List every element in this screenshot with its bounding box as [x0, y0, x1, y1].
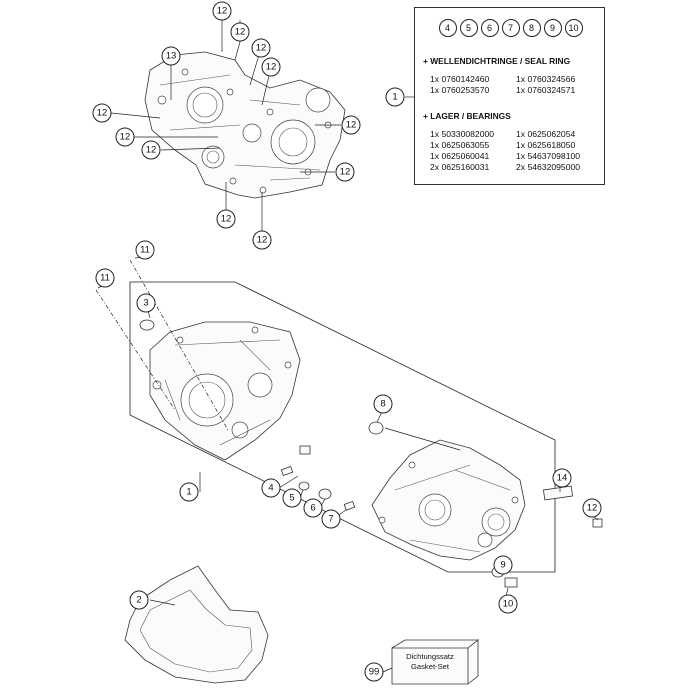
callout-14: 14: [552, 468, 572, 488]
callout-7: 7: [321, 509, 341, 529]
item-number-badge: 8: [522, 19, 541, 37]
gasket-set-label: Dichtungssatz Gasket-Set: [392, 641, 468, 683]
svg-text:4: 4: [268, 483, 273, 494]
callout-12: 12: [141, 140, 161, 160]
part-number-entry: 1x 0625063055: [430, 140, 490, 150]
svg-text:12: 12: [257, 235, 268, 246]
svg-text:13: 13: [166, 51, 177, 62]
callout-1: 1: [179, 482, 199, 502]
callout-12: 12: [341, 115, 361, 135]
gasket-set-line-2: Gasket-Set: [411, 662, 449, 671]
svg-text:12: 12: [266, 62, 277, 73]
svg-text:2: 2: [136, 595, 141, 606]
part-number-entry: 1x 0625062054: [516, 129, 576, 139]
small-parts: [139, 319, 603, 588]
bearings-list: 1x 50330082000 1x 0625062054 1x 0625063055…: [430, 129, 606, 173]
callout-6: 6: [303, 498, 323, 518]
callout-13: 13: [161, 46, 181, 66]
part-number-entry: 1x 0625060041: [430, 151, 490, 161]
part-number-entry: 2x 54632095000: [516, 162, 581, 172]
part-number-entry: 2x 0625160031: [430, 162, 490, 172]
svg-text:12: 12: [346, 120, 357, 131]
callout-99: 99: [364, 662, 384, 682]
crankcase-overview-drawing: [144, 51, 346, 199]
svg-text:12: 12: [146, 145, 157, 156]
callout-2: 2: [129, 590, 149, 610]
callout-12: 12: [230, 22, 250, 42]
part-number-entry: 1x 0625618050: [516, 140, 576, 150]
svg-text:1: 1: [186, 487, 191, 498]
svg-text:3: 3: [143, 298, 148, 309]
part-number-entry: 1x 0760253570: [430, 85, 490, 95]
crankcase-gasket: [124, 565, 269, 684]
item-number-badge: 6: [480, 19, 499, 37]
svg-text:12: 12: [120, 132, 131, 143]
svg-text:5: 5: [289, 493, 294, 504]
item-number-badge: 7: [501, 19, 520, 37]
callout-12: 12: [115, 127, 135, 147]
svg-text:1: 1: [392, 92, 397, 103]
svg-text:12: 12: [256, 43, 267, 54]
callout-12: 12: [212, 1, 232, 21]
part-number-entry: 1x 0760324566: [516, 74, 576, 84]
callout-12: 12: [252, 230, 272, 250]
svg-text:9: 9: [500, 560, 505, 571]
item-number-badge: 5: [459, 19, 478, 37]
callout-3: 3: [136, 293, 156, 313]
svg-text:10: 10: [503, 599, 514, 610]
callout-12: 12: [582, 498, 602, 518]
callout-1: 1: [385, 87, 405, 107]
part-number-entry: 1x 50330082000: [430, 129, 495, 139]
svg-text:11: 11: [100, 273, 110, 284]
callout-9: 9: [493, 555, 513, 575]
svg-text:8: 8: [380, 399, 385, 410]
seal-ring-title: + WELLENDICHTRINGE / SEAL RING: [423, 56, 571, 66]
svg-text:12: 12: [217, 6, 228, 17]
svg-text:14: 14: [557, 473, 568, 484]
callout-11: 11: [95, 268, 115, 288]
svg-text:12: 12: [340, 167, 351, 178]
callout-5: 5: [282, 488, 302, 508]
gasket-set-line-1: Dichtungssatz: [406, 652, 454, 661]
callout-4: 4: [261, 478, 281, 498]
part-number-entry: 1x 0760324571: [516, 85, 576, 95]
part-number-entry: 1x 0760142460: [430, 74, 490, 84]
svg-text:7: 7: [328, 514, 333, 525]
callout-10: 10: [498, 594, 518, 614]
seal-ring-list: 1x 0760142460 1x 0760324566 1x 0760253570 1…: [430, 74, 606, 96]
svg-text:99: 99: [369, 667, 380, 678]
svg-text:12: 12: [587, 503, 598, 514]
svg-text:12: 12: [235, 27, 246, 38]
bearings-title: + LAGER / BEARINGS: [423, 111, 511, 121]
right-crankcase-half: [371, 439, 526, 561]
svg-text:12: 12: [221, 214, 232, 225]
svg-text:11: 11: [140, 245, 150, 256]
callout-12: 12: [251, 38, 271, 58]
callout-12: 12: [92, 103, 112, 123]
item-number-badge: 9: [543, 19, 562, 37]
gasket-set-box: [391, 639, 480, 685]
left-crankcase-half: [149, 321, 301, 461]
item-number-badge: 4: [438, 19, 457, 37]
item-number-badge: 10: [564, 19, 583, 37]
callout-12: 12: [335, 162, 355, 182]
svg-text:12: 12: [97, 108, 108, 119]
callout-12: 12: [216, 209, 236, 229]
part-number-entry: 1x 54637098100: [516, 151, 581, 161]
callout-12: 12: [261, 57, 281, 77]
callout-11: 11: [135, 240, 155, 260]
svg-text:6: 6: [310, 503, 315, 514]
callout-8: 8: [373, 394, 393, 414]
assembly-frame: [129, 281, 556, 573]
